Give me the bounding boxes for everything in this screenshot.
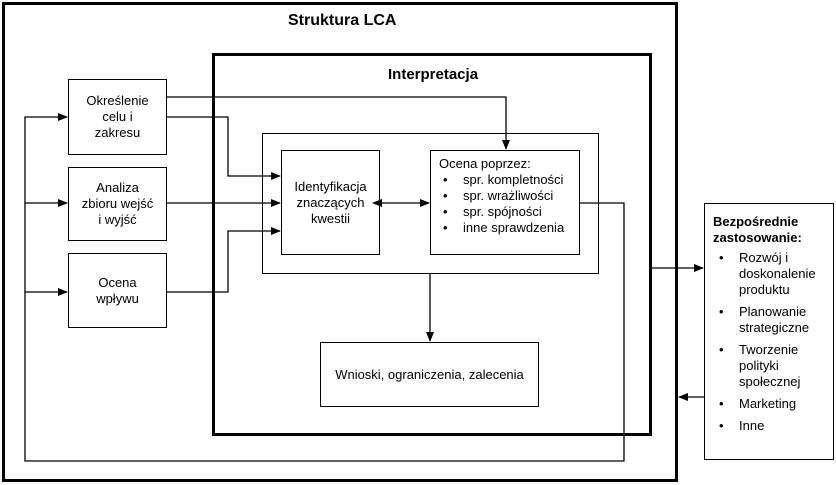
conclusions-box: Wnioski, ograniczenia, zalecenia	[320, 342, 539, 407]
arrow-goal-to-evaluation	[167, 96, 510, 150]
evaluation-title: Ocena poprzez:	[439, 156, 531, 171]
goal-scope-box: Określenie celu i zakresu	[68, 79, 167, 155]
application-item: Tworzenie polityki społecznej	[709, 342, 827, 390]
applications-box: Bezpośrednie zastosowanie: Rozwój i dosk…	[704, 203, 834, 460]
applications-title: Bezpośrednie zastosowanie:	[713, 214, 802, 245]
evaluation-item: spr. kompletności	[433, 172, 571, 188]
arrow-goal-to-identification	[167, 116, 281, 180]
application-item: Inne	[709, 418, 827, 434]
identification-box: Identyfikacja znaczących kwestii	[281, 150, 380, 255]
interpretation-title: Interpretacja	[388, 66, 479, 83]
application-item: Planowanie strategiczne	[709, 304, 827, 336]
conclusions-label: Wnioski, ograniczenia, zalecenia	[335, 366, 524, 382]
applications-list: Rozwój i doskonalenie produktu Planowani…	[709, 250, 827, 434]
evaluation-list: spr. kompletności spr. wrażliwości spr. …	[433, 172, 571, 236]
goal-scope-label: Określenie celu i zakresu	[86, 93, 149, 140]
arrow-impact-to-identification	[167, 227, 281, 293]
application-item: Marketing	[709, 396, 827, 412]
evaluation-box: Ocena poprzez: spr. kompletności spr. wr…	[430, 150, 580, 255]
evaluation-item: spr. spójności	[433, 204, 571, 220]
evaluation-item: inne sprawdzenia	[433, 220, 571, 236]
impact-assessment-box: Ocena wpływu	[68, 253, 167, 328]
evaluation-item: spr. wrażliwości	[433, 188, 571, 204]
application-item: Rozwój i doskonalenie produktu	[709, 250, 827, 298]
feedback-loop-line	[24, 113, 625, 462]
identification-label: Identyfikacja znaczących kwestii	[294, 178, 367, 226]
inventory-analysis-box: Analiza zbioru wejść i wyjść	[68, 167, 167, 241]
impact-assessment-label: Ocena wpływu	[96, 274, 139, 306]
lca-structure-title: Struktura LCA	[288, 12, 397, 29]
inventory-analysis-label: Analiza zbioru wejść i wyjść	[81, 180, 154, 227]
